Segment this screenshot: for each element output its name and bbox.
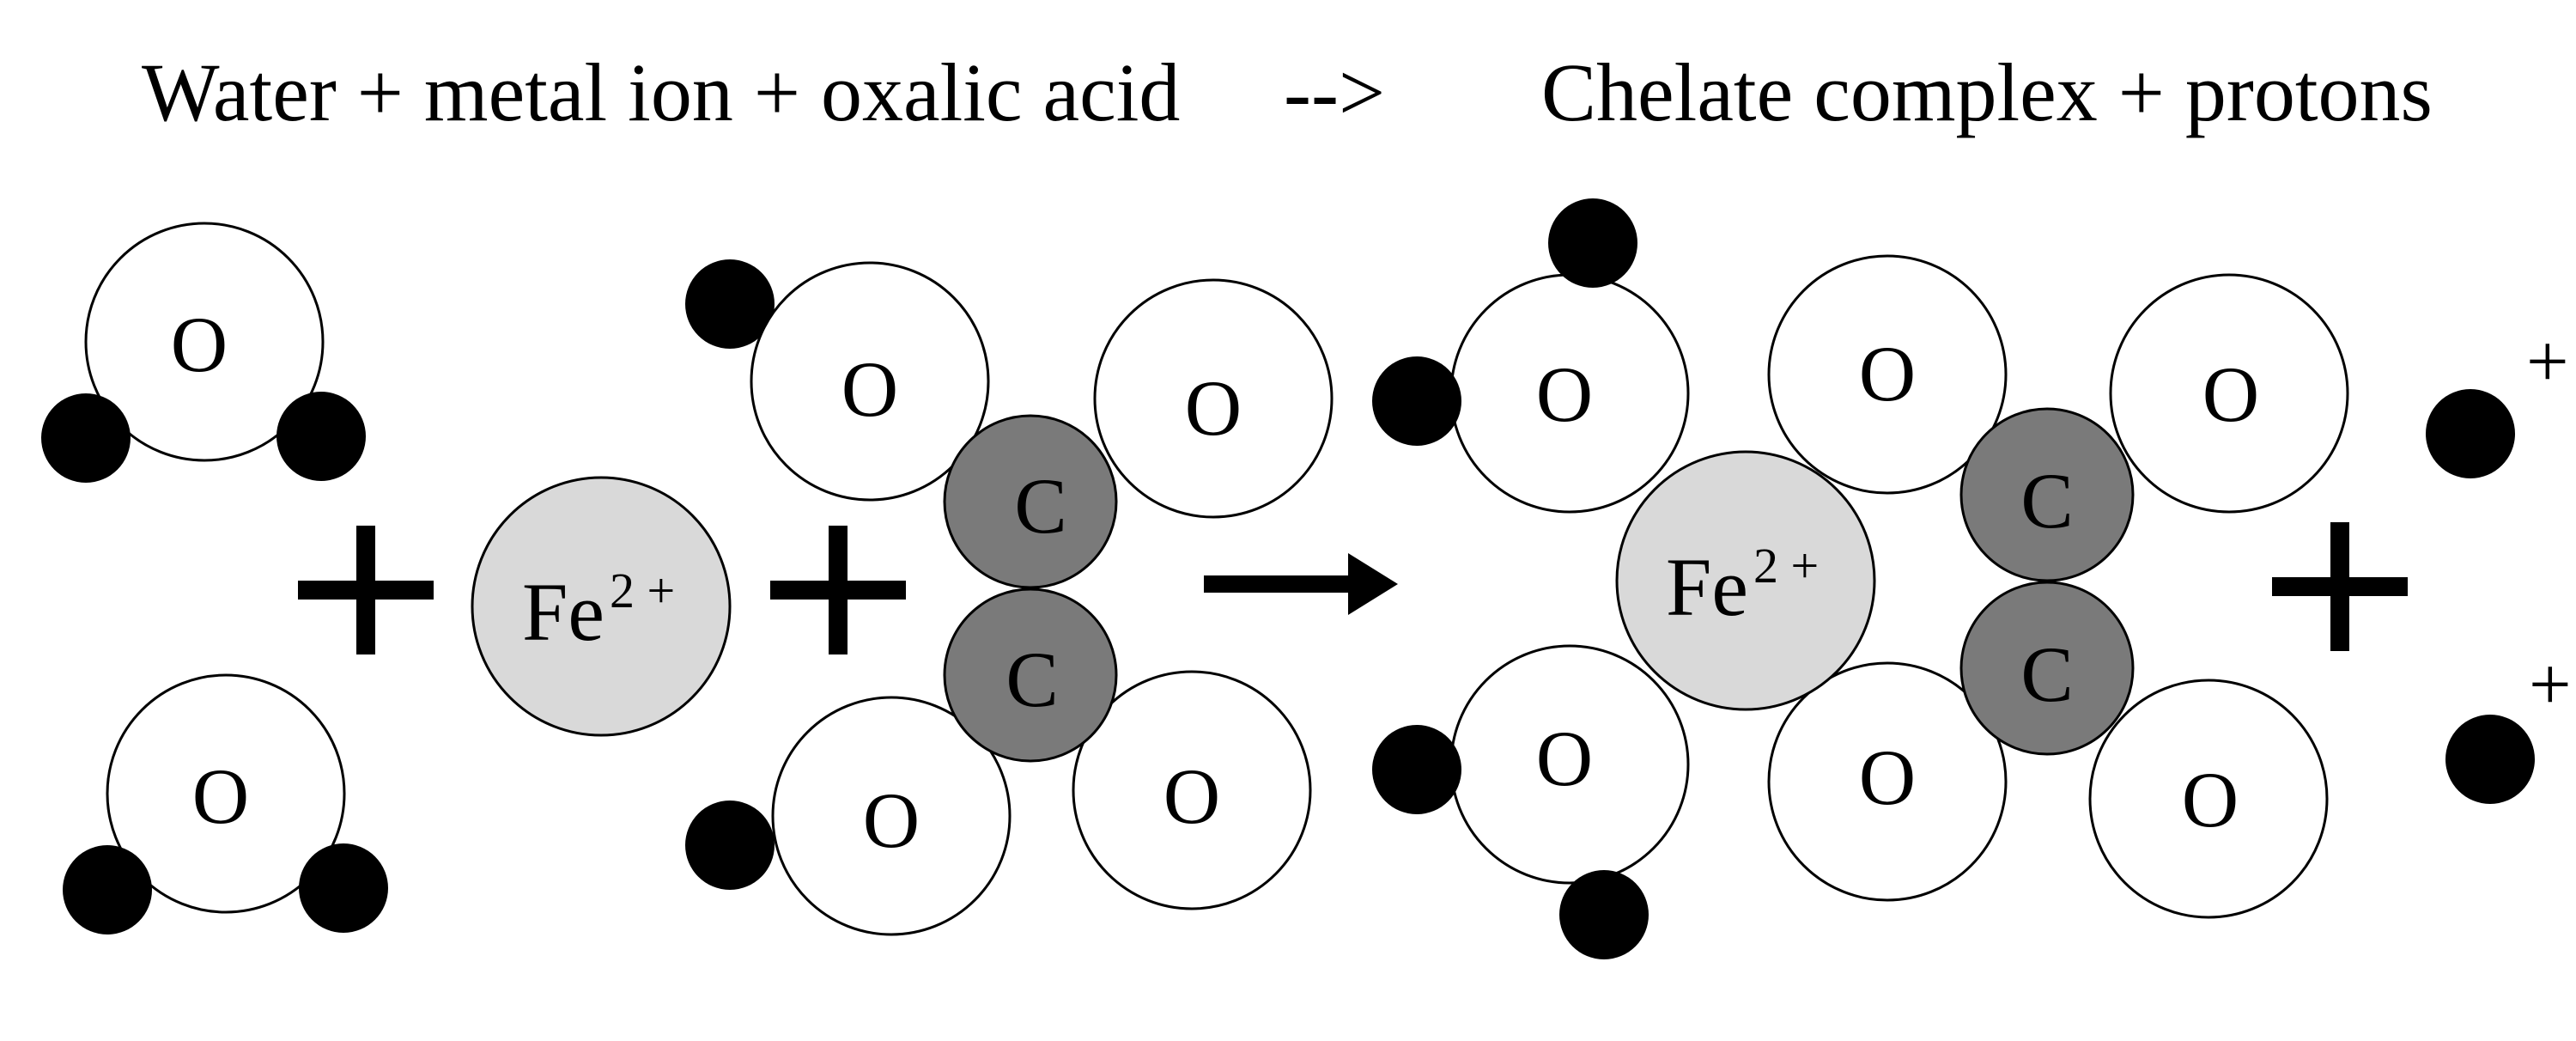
oxygen-atom	[84, 222, 325, 462]
carbon-label: C	[1005, 636, 1058, 723]
hydrogen-atom	[685, 801, 775, 890]
hydrogen-atom	[299, 843, 388, 933]
carbon-label: C	[2020, 457, 2073, 545]
oxygen-atom	[1093, 278, 1334, 519]
hydrogen-atom	[685, 259, 775, 349]
title-arrow: -->	[1284, 46, 1385, 138]
proton: +	[2426, 320, 2569, 478]
carbon-atom	[1959, 581, 2135, 756]
iron-symbol: Fe	[1666, 541, 1748, 633]
water-molecule-bottom: O	[63, 673, 388, 934]
hydrogen-atom	[1372, 725, 1461, 814]
plus-icon	[2272, 522, 2408, 651]
oxygen-label: O	[1859, 734, 1916, 821]
plus-icon	[298, 526, 434, 654]
oxygen-atom	[2109, 273, 2349, 514]
oxygen-label: O	[2202, 350, 2259, 438]
carbon-atom	[1959, 407, 2135, 582]
oxygen-atom	[1767, 661, 2008, 902]
hydrogen-atom	[2445, 715, 2535, 804]
iron-atom	[1615, 450, 1876, 711]
oxygen-label: O	[1163, 752, 1220, 840]
iron-symbol: Fe	[522, 566, 605, 658]
hydrogen-atom	[1372, 356, 1461, 446]
carbon-label: C	[2020, 630, 2073, 718]
oxygen-atom	[771, 696, 1012, 936]
hydrogen-atom	[276, 392, 366, 481]
oxygen-label: O	[192, 752, 249, 840]
oxygen-label: O	[841, 345, 898, 433]
oxalic-acid-molecule: O O O O C C	[685, 259, 1334, 936]
oxygen-atom	[2088, 679, 2329, 919]
hydrogen-atom	[41, 393, 131, 483]
plus-icon	[770, 526, 906, 654]
carbon-atom	[943, 587, 1118, 763]
iron-charge: 2 +	[610, 563, 675, 618]
iron-charge: 2 +	[1753, 538, 1819, 594]
iron-atom	[471, 476, 732, 737]
carbon-label: C	[1014, 462, 1066, 550]
water-molecule-top: O	[41, 222, 366, 483]
oxygen-label: O	[863, 776, 920, 864]
proton: +	[2445, 643, 2572, 804]
title-right: Chelate complex + protons	[1541, 46, 2433, 138]
arrow-right-icon	[1204, 553, 1398, 615]
carbon-atom	[943, 414, 1118, 589]
hydrogen-atom	[63, 845, 152, 934]
title-left: Water + metal ion + oxalic acid	[142, 46, 1180, 138]
hydrogen-atom	[1559, 870, 1649, 959]
oxygen-atom	[106, 673, 346, 914]
oxygen-atom	[1767, 254, 2008, 495]
oxygen-label: O	[1185, 364, 1242, 452]
oxygen-atom	[750, 261, 990, 502]
oxygen-label: O	[2182, 756, 2239, 843]
proton-charge: +	[2526, 320, 2569, 404]
oxygen-atom	[1072, 670, 1312, 910]
hydrogen-atom	[1548, 198, 1637, 288]
oxygen-label: O	[1536, 350, 1593, 438]
proton-charge: +	[2529, 643, 2572, 727]
oxygen-label: O	[171, 301, 228, 388]
oxygen-label: O	[1859, 330, 1916, 417]
hydrogen-atom	[2426, 389, 2515, 478]
oxygen-label: O	[1536, 715, 1593, 802]
